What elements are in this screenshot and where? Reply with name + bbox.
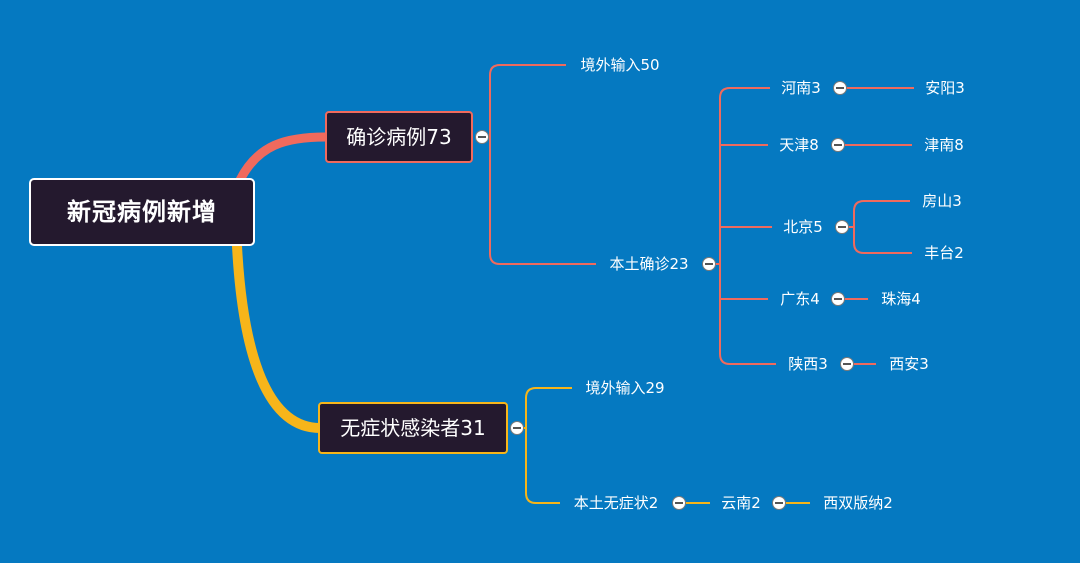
node-zhuhai[interactable]: 珠海4 bbox=[881, 290, 921, 308]
root-node-title[interactable]: 新冠病例新增 bbox=[29, 178, 255, 246]
branch-confirmed[interactable]: 确诊病例73 bbox=[325, 111, 473, 163]
collapse-tianjin-icon[interactable] bbox=[831, 138, 845, 152]
node-xishuangbanna[interactable]: 西双版纳2 bbox=[823, 494, 893, 512]
node-fengtai[interactable]: 丰台2 bbox=[924, 244, 964, 262]
confirmed-connectors bbox=[475, 64, 914, 365]
node-xian[interactable]: 西安3 bbox=[889, 355, 929, 373]
node-asymptomatic-imported[interactable]: 境外输入29 bbox=[585, 379, 665, 397]
node-beijing[interactable]: 北京5 bbox=[783, 218, 823, 236]
collapse-confirmed-icon[interactable] bbox=[475, 130, 489, 144]
node-confirmed-local[interactable]: 本土确诊23 bbox=[609, 255, 689, 273]
connector-root-asymptomatic bbox=[232, 241, 325, 433]
branch-asymptomatic[interactable]: 无症状感染者31 bbox=[318, 402, 508, 454]
node-tianjin[interactable]: 天津8 bbox=[779, 136, 819, 154]
collapse-beijing-icon[interactable] bbox=[835, 220, 849, 234]
node-asymptomatic-local[interactable]: 本土无症状2 bbox=[573, 494, 659, 512]
node-henan[interactable]: 河南3 bbox=[781, 79, 821, 97]
asymptomatic-connectors bbox=[523, 387, 810, 504]
node-guangdong[interactable]: 广东4 bbox=[780, 290, 820, 308]
node-confirmed-imported[interactable]: 境外输入50 bbox=[580, 56, 660, 74]
collapse-guangdong-icon[interactable] bbox=[831, 292, 845, 306]
collapse-confirmed-local-icon[interactable] bbox=[702, 257, 716, 271]
collapse-asymptomatic-local-icon[interactable] bbox=[672, 496, 686, 510]
node-shaanxi[interactable]: 陕西3 bbox=[788, 355, 828, 373]
node-fangshan[interactable]: 房山3 bbox=[922, 192, 962, 210]
collapse-henan-icon[interactable] bbox=[833, 81, 847, 95]
node-jinnan[interactable]: 津南8 bbox=[924, 136, 964, 154]
connector-root-confirmed bbox=[235, 132, 331, 185]
collapse-shaanxi-icon[interactable] bbox=[840, 357, 854, 371]
collapse-yunnan-icon[interactable] bbox=[772, 496, 786, 510]
node-yunnan[interactable]: 云南2 bbox=[721, 494, 761, 512]
collapse-asymptomatic-icon[interactable] bbox=[510, 421, 524, 435]
node-anyang[interactable]: 安阳3 bbox=[925, 79, 965, 97]
